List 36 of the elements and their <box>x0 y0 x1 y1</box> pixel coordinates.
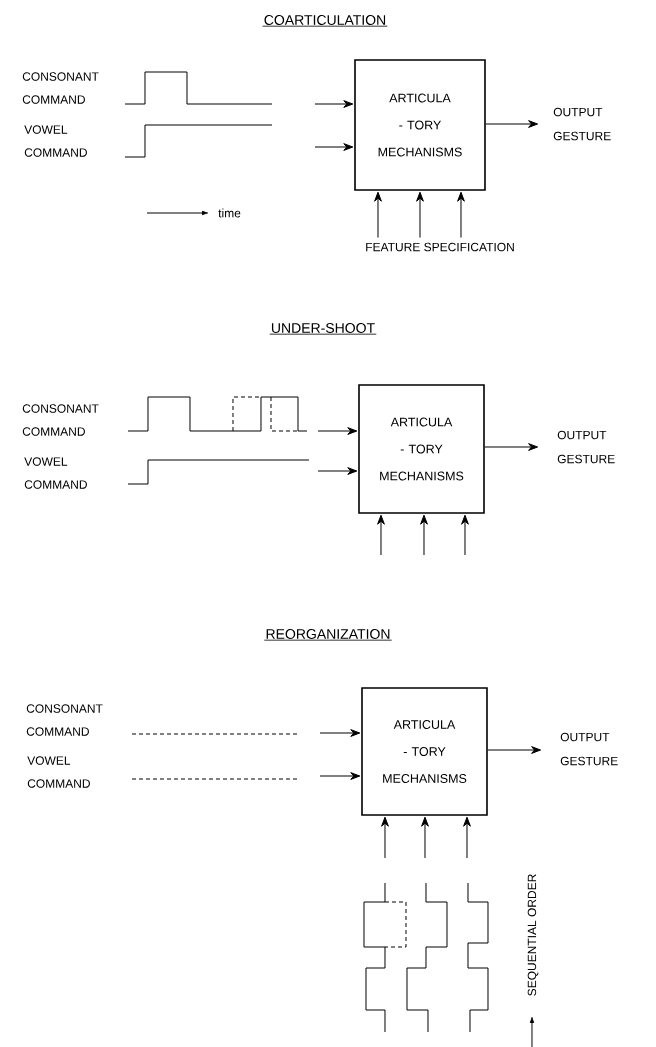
signal-label: CONSONANT COMMAND <box>22 404 99 436</box>
arrow <box>314 143 354 151</box>
input-label: FEATURE SPECIFICATION <box>366 242 514 252</box>
arrow <box>381 816 389 859</box>
arrow <box>463 816 471 859</box>
output-label: OUTPUT GESTURE <box>557 430 615 464</box>
arrow <box>487 746 542 754</box>
output-label: OUTPUT GESTURE <box>560 732 618 766</box>
arrow <box>317 427 358 435</box>
section-heading: UNDER-SHOOT <box>269 323 377 335</box>
arrow <box>374 191 382 239</box>
arrow <box>421 816 429 859</box>
arrow <box>457 191 465 239</box>
arrow <box>461 514 469 556</box>
axis-label: time <box>218 208 241 218</box>
process-box: ARTICULA - TORY MECHANISMS <box>361 687 488 816</box>
signal-label: VOWEL COMMAND <box>24 457 87 489</box>
arrow <box>317 467 358 475</box>
signal-label: VOWEL COMMAND <box>24 125 87 157</box>
arrow <box>485 120 539 128</box>
axis-label: SEQUENTIAL ORDER <box>527 874 539 996</box>
arrow <box>377 514 385 556</box>
process-box: ARTICULA - TORY MECHANISMS <box>358 384 485 514</box>
arrow <box>416 191 424 239</box>
arrow <box>314 100 354 108</box>
section-heading: REORGANIZATION <box>263 629 393 641</box>
process-box: ARTICULA - TORY MECHANISMS <box>354 59 486 191</box>
arrow <box>484 443 539 451</box>
signal-label: VOWEL COMMAND <box>27 756 90 788</box>
arrow <box>420 514 428 556</box>
signal-label: CONSONANT COMMAND <box>22 72 99 104</box>
section-heading: COARTICULATION <box>262 15 388 27</box>
arrow <box>319 772 361 780</box>
arrow <box>319 729 361 737</box>
signal-label: CONSONANT COMMAND <box>26 704 103 736</box>
output-label: OUTPUT GESTURE <box>553 107 611 141</box>
